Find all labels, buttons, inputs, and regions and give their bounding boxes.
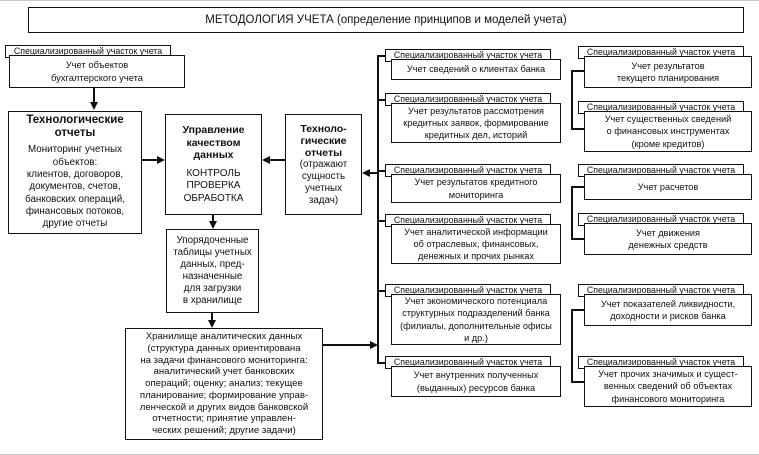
spec-unit-left-body: Учет объектов бухгалтерского учета — [9, 55, 185, 88]
arrow-ordered-down-shaft — [211, 313, 213, 321]
spec-unit-body: Учет результатов кредитного мониторинга — [391, 174, 561, 203]
spec-unit-body: Учет прочих значимых и сущест- венных св… — [584, 366, 752, 407]
spec-unit-body: Учет экономического потенциала структурн… — [391, 294, 561, 345]
tech-reports-small-title: Техноло- гические отчеты — [300, 122, 347, 159]
ordered-tables-box: Упорядоченные таблицы учетных данных, пр… — [166, 229, 259, 313]
connector-col1-stub-5 — [377, 290, 386, 292]
arrow-techsmall-to-quality-head — [262, 156, 270, 164]
spec-unit-body: Учет внутренних полученных (выданных) ре… — [391, 366, 561, 397]
connector-col1-stub-6 — [377, 362, 386, 364]
arrow-left-unit-down-shaft — [93, 88, 95, 103]
quality-body: КОНТРОЛЬ ПРОВЕРКА ОБРАБОТКА — [183, 167, 244, 204]
connector-col1-vline — [377, 56, 379, 364]
spec-unit-body: Учет аналитической информации об отрасле… — [391, 224, 561, 264]
tech-reports-small-body: (отражают сущность учетных задач) — [299, 158, 348, 206]
connector-col2-pair3-stub-bottom — [571, 381, 584, 383]
arrow-ordered-down-head — [208, 320, 216, 328]
arrow-storage-right-head — [370, 341, 378, 349]
connector-col1-stub-3 — [377, 170, 386, 172]
spec-unit-body: Учет сведений о клиентах банка — [391, 59, 561, 80]
connector-col2-pair1-vline — [571, 70, 573, 130]
tech-reports-body: Мониторинг учетных объектов: клиентов, д… — [25, 144, 125, 230]
spec-unit-body: Учет результатов рассмотрения кредитных … — [391, 103, 561, 143]
connector-col2-pair2-vline — [571, 186, 573, 240]
quality-title: Управление качеством данных — [182, 124, 245, 161]
spec-unit-body: Учет показателей ликвидности, доходности… — [584, 294, 752, 326]
arrow-storage-right-shaft — [323, 344, 371, 346]
arrow-col1-to-techsmall-shaft — [369, 172, 379, 174]
connector-col2-pair1-stub-bottom — [571, 128, 584, 130]
methodology-title-box: МЕТОДОЛОГИЯ УЧЕТА (определение принципов… — [28, 7, 744, 33]
arrow-quality-down-head — [209, 221, 217, 229]
arrow-quality-down-shaft — [212, 215, 214, 222]
arrow-techreports-to-quality-shaft — [142, 159, 157, 161]
tech-reports-box: Технологические отчеты Мониторинг учетны… — [8, 111, 142, 234]
spec-unit-body: Учет расчетов — [584, 174, 752, 200]
connector-col1-stub-4 — [377, 220, 386, 222]
connector-col2-pair2-stub-bottom — [571, 238, 584, 240]
tech-reports-small-box: Техноло- гические отчеты (отражают сущно… — [285, 114, 362, 215]
spec-unit-body: Учет результатов текущего планирования — [584, 56, 752, 88]
arrow-left-unit-down-head — [90, 102, 98, 110]
arrow-col1-to-techsmall-head — [362, 169, 370, 177]
spec-unit-body: Учет движения денежных средств — [584, 223, 752, 255]
quality-box: Управление качеством данных КОНТРОЛЬ ПРО… — [165, 114, 262, 215]
connector-col2-pair1-stub-top — [571, 70, 584, 72]
connector-col1-stub-2 — [377, 99, 386, 101]
arrow-techsmall-to-quality-shaft — [269, 159, 285, 161]
connector-col1-stub-1 — [377, 55, 386, 57]
spec-unit-body: Учет существенных сведений о финансовых … — [584, 111, 752, 152]
connector-col2-pair2-stub-top — [571, 186, 584, 188]
tech-reports-title: Технологические отчеты — [26, 114, 124, 140]
arrow-techreports-to-quality-head — [157, 156, 165, 164]
connector-col2-pair3-stub-top — [571, 309, 584, 311]
methodology-title: МЕТОДОЛОГИЯ УЧЕТА (определение принципов… — [205, 14, 567, 26]
storage-box: Хранилище аналитических данных (структур… — [125, 328, 323, 440]
connector-col2-pair3-vline — [571, 309, 573, 383]
